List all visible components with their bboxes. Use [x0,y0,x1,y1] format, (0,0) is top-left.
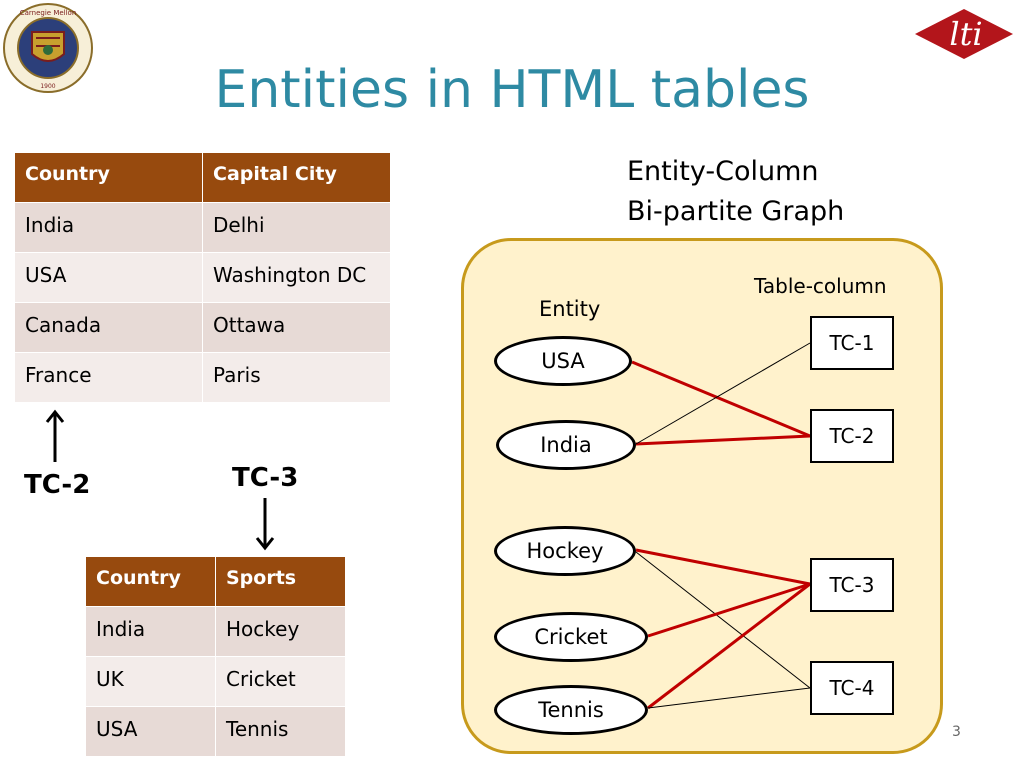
entity-node-hockey: Hockey [494,526,636,576]
table-header-cell: Country [85,556,216,607]
up-arrow-icon [45,409,65,462]
table-cell: India [14,202,203,253]
graph-title: Entity-Column Bi-partite Graph [627,152,844,232]
table-row: USA Washington DC [14,252,391,303]
down-arrow-icon [255,498,275,551]
table-cell: Tennis [215,706,346,757]
svg-text:lti: lti [949,15,982,53]
entity-header: Entity [539,297,601,321]
table-header-row: Country Sports [85,556,346,607]
table-row: UK Cricket [85,656,346,707]
table-cell: India [85,606,216,657]
table-cell: Canada [14,302,203,353]
table-cell: Delhi [202,202,391,253]
lti-logo: lti [915,9,1013,59]
table-cell: USA [85,706,216,757]
table-cell: UK [85,656,216,707]
table-row: India Hockey [85,606,346,657]
table-header-cell: Sports [215,556,346,607]
slide-title: Entities in HTML tables [214,60,810,120]
tc3-annotation: TC-3 [232,463,299,493]
graph-title-line1: Entity-Column [627,156,819,187]
table-header-cell: Capital City [202,152,391,203]
table-cell: USA [14,252,203,303]
table-row: Canada Ottawa [14,302,391,353]
table-row: USA Tennis [85,706,346,757]
table-column-node-tc2: TC-2 [810,409,894,463]
table-row: India Delhi [14,202,391,253]
svg-text:Carnegie Mellon: Carnegie Mellon [20,9,77,17]
table-column-node-tc4: TC-4 [810,661,894,715]
table-cell: Hockey [215,606,346,657]
country-capital-table: Country Capital City India Delhi USA Was… [14,152,391,403]
table-column-header: Table-column [754,274,887,298]
table-column-node-tc1: TC-1 [810,316,894,370]
table-header-cell: Country [14,152,203,203]
table-cell: France [14,352,203,403]
country-sports-table: Country Sports India Hockey UK Cricket U… [85,556,346,757]
table-cell: Ottawa [202,302,391,353]
table-cell: Washington DC [202,252,391,303]
graph-title-line2: Bi-partite Graph [627,196,845,227]
table-row: France Paris [14,352,391,403]
table-cell: Paris [202,352,391,403]
table-header-row: Country Capital City [14,152,391,203]
cmu-seal-logo: Carnegie Mellon 1900 [3,3,93,93]
table-cell: Cricket [215,656,346,707]
table-column-node-tc3: TC-3 [810,558,894,612]
svg-text:1900: 1900 [40,83,55,90]
tc2-annotation: TC-2 [24,470,91,500]
entity-node-india: India [496,420,636,470]
entity-node-cricket: Cricket [494,612,648,662]
entity-node-tennis: Tennis [494,685,648,735]
entity-node-usa: USA [494,336,632,386]
page-number: 3 [952,724,961,740]
